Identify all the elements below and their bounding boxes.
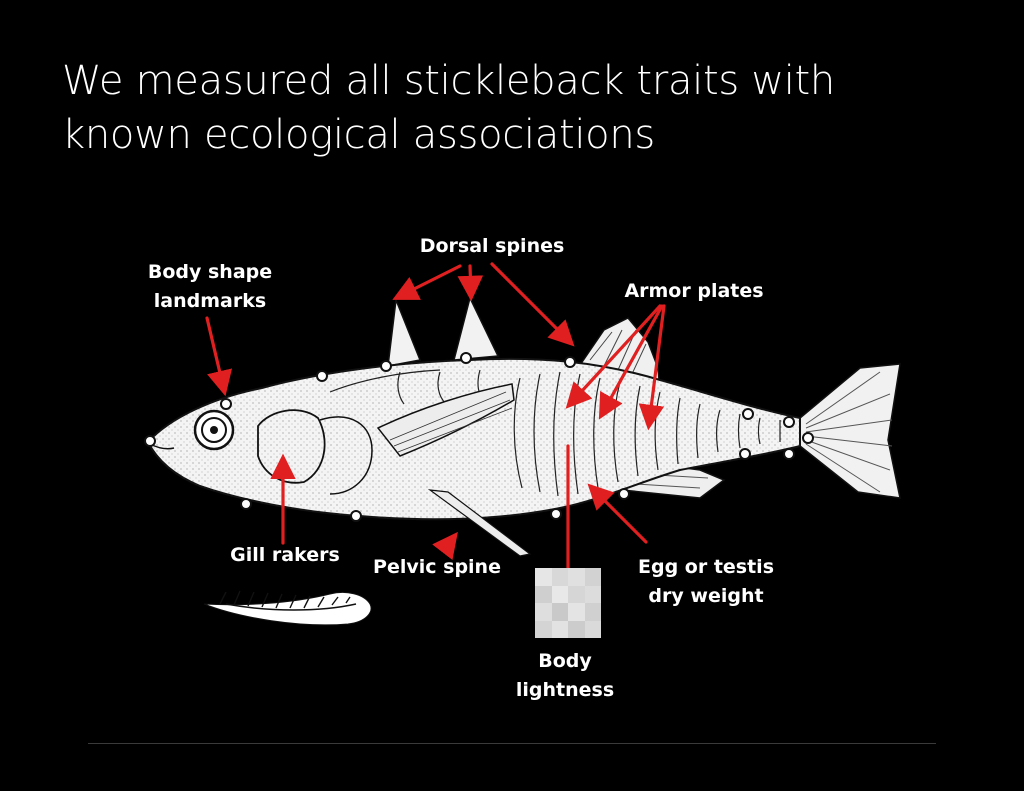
landmark-point	[460, 352, 472, 364]
landmark-point	[240, 498, 252, 510]
slide-title: We measured all stickleback traits with …	[62, 54, 982, 162]
label-egg-testis-line-1: Egg or testis	[637, 556, 774, 578]
landmark-point	[618, 488, 630, 500]
arrow-dorsal-spine-2	[457, 264, 484, 302]
landmark-point	[783, 416, 795, 428]
label-egg-testis: Egg or testis dry weight	[626, 553, 786, 611]
label-body-lightness: Body lightness	[500, 647, 630, 705]
title-line-2: known ecological associations	[62, 112, 655, 158]
label-body-lightness-line-1: Body	[538, 650, 592, 672]
label-gill-rakers: Gill rakers	[230, 544, 340, 566]
arrow-armor-1	[565, 304, 662, 409]
arrow-armor-2	[598, 304, 664, 420]
landmark-point	[350, 510, 362, 522]
dorsal-spine-2	[453, 295, 500, 361]
landmark-point	[802, 432, 814, 444]
arrow-dorsal-spine-1	[392, 264, 462, 300]
arrow-armor-3	[638, 304, 666, 431]
label-body-lightness-line-2: lightness	[515, 679, 615, 701]
landmark-point	[739, 448, 751, 460]
label-dorsal-spines: Dorsal spines	[419, 235, 565, 257]
pelvic-spine	[427, 489, 532, 557]
arrow-pelvic-spine	[432, 531, 458, 561]
landmark-point	[742, 408, 754, 420]
annotation-arrows	[205, 262, 666, 570]
landmark-point	[783, 448, 795, 460]
landmark-point	[220, 398, 232, 410]
dorsal-spine-1	[387, 299, 422, 367]
landmark-point	[144, 435, 156, 447]
footer-divider	[88, 743, 936, 744]
label-pelvic-spine: Pelvic spine	[373, 556, 501, 578]
landmark-point	[564, 356, 576, 368]
label-body-shape: Body shape landmarks	[132, 258, 288, 316]
fish-icon	[146, 295, 901, 557]
landmark-point	[316, 370, 328, 382]
lightness-swatch-icon	[535, 568, 601, 638]
label-body-shape-line-2: landmarks	[153, 290, 267, 312]
arrow-dorsal-spine-3	[490, 262, 575, 347]
gill-arch-icon	[203, 590, 372, 626]
landmark-point	[380, 360, 392, 372]
arrow-egg-testis	[587, 483, 648, 544]
armor-plates	[329, 369, 781, 497]
label-armor-plates: Armor plates	[624, 280, 764, 302]
label-egg-testis-line-2: dry weight	[648, 585, 764, 607]
landmark-points	[144, 352, 814, 522]
label-body-shape-line-1: Body shape	[147, 261, 273, 283]
landmark-point	[550, 508, 562, 520]
arrow-body-shape	[205, 316, 233, 397]
title-line-1: We measured all stickleback traits with	[62, 58, 835, 104]
pectoral-fin	[376, 383, 515, 457]
